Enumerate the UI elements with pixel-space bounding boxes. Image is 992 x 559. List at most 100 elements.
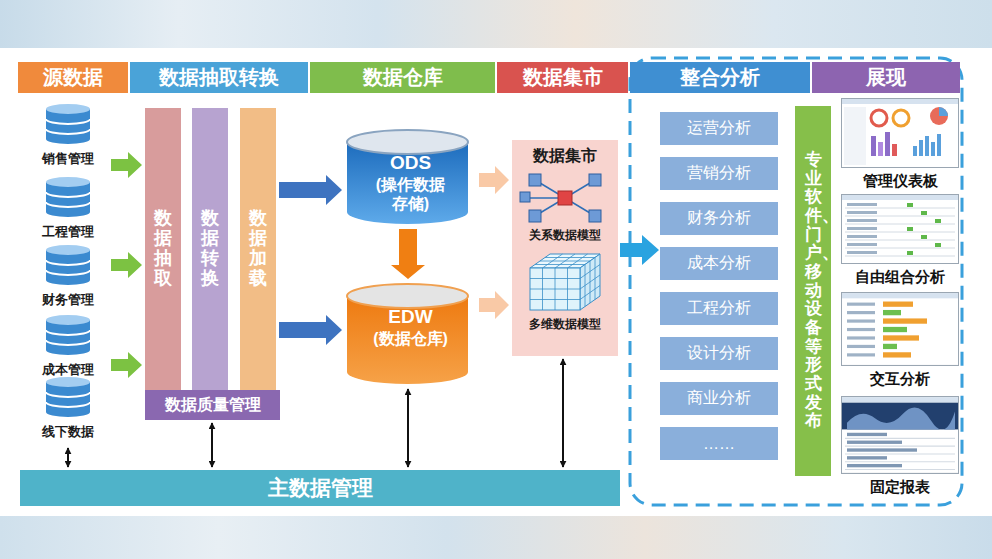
edw-cylinder: EDW(数据仓库) [345, 282, 476, 386]
illustration-part [878, 142, 883, 156]
source-label: 销售管理 [42, 150, 94, 168]
double-arrow [407, 389, 409, 467]
illustration-part [46, 119, 90, 124]
illustration-part [842, 397, 958, 403]
illustration-part [885, 132, 890, 156]
illustration-part [46, 129, 90, 134]
bar-label: 成本分析 [687, 253, 751, 274]
analysis-box: …… [660, 427, 778, 460]
source-label: 线下数据 [42, 423, 94, 441]
illustration-part [347, 142, 468, 224]
illustration-part [939, 107, 948, 116]
illustration-part [842, 99, 959, 168]
illustration-part [847, 441, 902, 444]
header-label: 源数据 [43, 64, 103, 91]
block-arrow [111, 352, 142, 378]
illustration-part [347, 130, 468, 154]
header-label: 数据集市 [523, 64, 603, 91]
cylinder-text-group: ODS(操作数据存储) [345, 128, 476, 213]
illustration-part [842, 293, 959, 366]
header-label: 数据抽取转换 [159, 64, 279, 91]
analysis-box: 商业分析 [660, 382, 778, 415]
illustration-part [46, 270, 90, 275]
illustration-part [530, 268, 580, 310]
section-header: 数据仓库 [310, 62, 495, 93]
block-arrow [111, 252, 142, 278]
display-screenshot: 交互分析 [838, 292, 962, 393]
illustration-part [842, 397, 959, 474]
illustration-part [847, 203, 877, 206]
bar-label: 营销分析 [687, 163, 751, 184]
cylinder-icon [45, 103, 91, 145]
illustration-part [893, 110, 909, 126]
illustration-part [931, 142, 935, 156]
bar-label: 财务分析 [687, 208, 751, 229]
illustration-part [845, 224, 955, 225]
cylinder-icon [45, 376, 91, 418]
source-label: 财务管理 [42, 291, 94, 309]
model-label: 关系数据模型 [529, 227, 601, 244]
illustration-part [589, 174, 601, 186]
top-band [0, 0, 992, 48]
illustration-part [520, 174, 601, 222]
illustration-part [847, 336, 875, 339]
illustration-part [845, 469, 955, 470]
block-arrow [279, 175, 342, 205]
illustration-part [847, 464, 902, 467]
illustration-part [845, 446, 955, 447]
block-arrow [479, 291, 509, 319]
bar-label: 专业软件、门户、移动设备等形式发布 [805, 151, 822, 431]
illustration-part [46, 315, 90, 325]
block-arrow [279, 315, 342, 345]
source-database: 销售管理 [28, 103, 108, 173]
illustration-part [847, 456, 887, 459]
illustration-part [520, 192, 530, 202]
display-label: 管理仪表板 [863, 172, 938, 191]
display-label: 固定报表 [870, 478, 930, 497]
illustration-part [845, 453, 955, 454]
illustration-part [847, 319, 875, 322]
cylinder-subtitle: (操作数据存储) [370, 175, 452, 213]
bar-label: …… [703, 435, 735, 453]
illustration-part [46, 182, 90, 217]
bar-label: 数据抽取 [154, 209, 172, 288]
illustration-part [883, 310, 901, 315]
illustration-part [845, 248, 955, 249]
block-arrow [391, 229, 425, 279]
illustration-part [913, 146, 917, 156]
process-bar: 数据抽取 [145, 108, 181, 390]
ods-cylinder: ODS(操作数据存储) [345, 128, 476, 226]
illustration-part [937, 134, 941, 156]
illustration-part [530, 254, 600, 310]
bar-label: 数据加载 [249, 209, 267, 288]
section-header: 源数据 [18, 62, 128, 93]
illustration-part [545, 257, 595, 258]
illustration-part [925, 136, 929, 156]
illustration-part [580, 275, 600, 289]
illustration-part [567, 268, 568, 310]
master-data-bar: 主数据管理 [20, 470, 620, 506]
cylinder-title: EDW [388, 306, 432, 329]
analysis-box: 成本分析 [660, 247, 778, 280]
illustration-part [540, 261, 590, 262]
illustration-part [930, 107, 948, 125]
illustration-part [921, 211, 927, 215]
illustration-part [907, 251, 913, 255]
display-screenshot: 管理仪表板 [838, 98, 962, 195]
cylinder-icon [45, 314, 91, 356]
bar-label: 运营分析 [687, 118, 751, 139]
cylinder-icon [45, 244, 91, 286]
illustration-part [842, 403, 958, 430]
bar-label: 设计分析 [687, 343, 751, 364]
source-database: 财务管理 [28, 244, 108, 313]
block-arrow [479, 166, 509, 194]
illustration-part [847, 433, 887, 436]
illustration-part [347, 296, 468, 384]
illustration-part [46, 340, 90, 345]
source-label: 工程管理 [42, 223, 94, 241]
illustration-part [847, 303, 875, 306]
illustration-part [847, 407, 955, 429]
illustration-part [847, 251, 877, 254]
screenshot-image [841, 292, 959, 366]
